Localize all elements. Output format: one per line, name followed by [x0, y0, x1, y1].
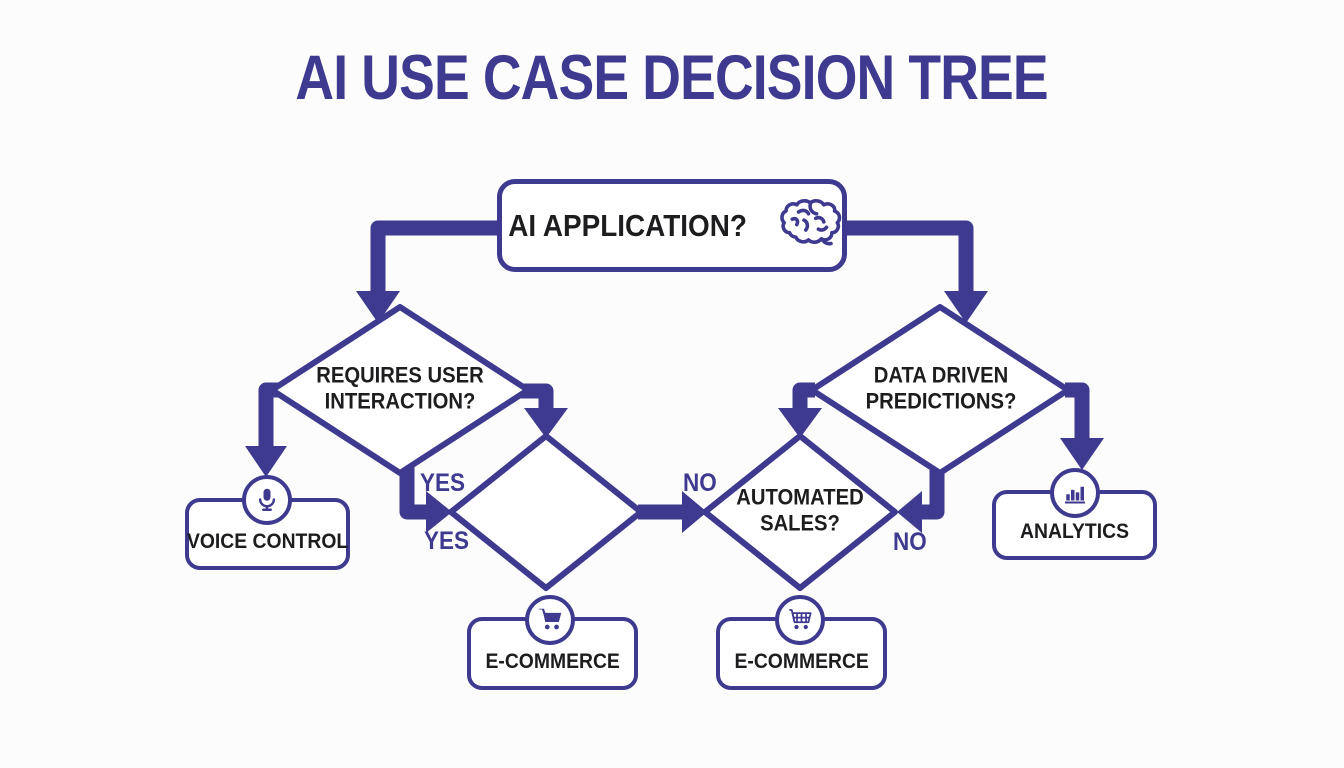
connector-no-elbow [922, 469, 945, 520]
page-title: AI USE CASE DECISION TREE [295, 43, 1049, 113]
arrowhead-no-to-sales-right [897, 491, 922, 533]
bar-chart-icon [1050, 468, 1100, 518]
analytics-label: ANALYTICS [1020, 519, 1129, 543]
root-node-label: AI APPLICATION? [508, 207, 748, 243]
voice-control-label: VOICE CONTROL [186, 529, 349, 553]
ecommerce-right-label: E-COMMERCE [734, 649, 869, 673]
arrowhead-to-predictions [944, 291, 988, 323]
cart-grid-icon [775, 595, 825, 645]
arrowhead-to-middle-top [524, 408, 568, 438]
connector-predictions-to-analytics [1065, 382, 1090, 440]
automated-sales-diamond [702, 433, 898, 591]
brain-icon [777, 197, 849, 254]
connector-root-to-interaction [370, 220, 500, 293]
connector-root-to-predictions [844, 220, 974, 293]
predictions-diamond-label: DATA DRIVEN PREDICTIONS? [865, 362, 1017, 414]
interaction-diamond [269, 304, 531, 476]
predictions-diamond [809, 304, 1071, 476]
interaction-diamond-label: REQUIRES USER INTERACTION? [316, 362, 484, 414]
middle-decision-diamond [448, 433, 644, 591]
edge-label-no-middle: NO [683, 469, 717, 497]
root-node-ai-application: AI APPLICATION? [497, 179, 847, 272]
arrowhead-to-sales-top [778, 408, 822, 438]
ecommerce-left-label: E-COMMERCE [485, 649, 620, 673]
edge-label-yes-lower: YES [424, 527, 470, 555]
arrowhead-to-analytics [1060, 438, 1104, 470]
automated-sales-diamond-label: AUTOMATED SALES? [736, 484, 864, 536]
arrowhead-yes-to-middle [426, 491, 452, 533]
edge-label-no-right: NO [893, 528, 927, 556]
arrowhead-no-to-sales [682, 491, 707, 533]
edge-label-yes-upper: YES [420, 469, 466, 497]
arrowhead-to-voice [245, 446, 287, 477]
microphone-icon [242, 475, 292, 525]
cart-filled-icon [525, 595, 575, 645]
arrowhead-to-interaction [356, 291, 400, 323]
connector-yes-elbow [399, 467, 426, 520]
